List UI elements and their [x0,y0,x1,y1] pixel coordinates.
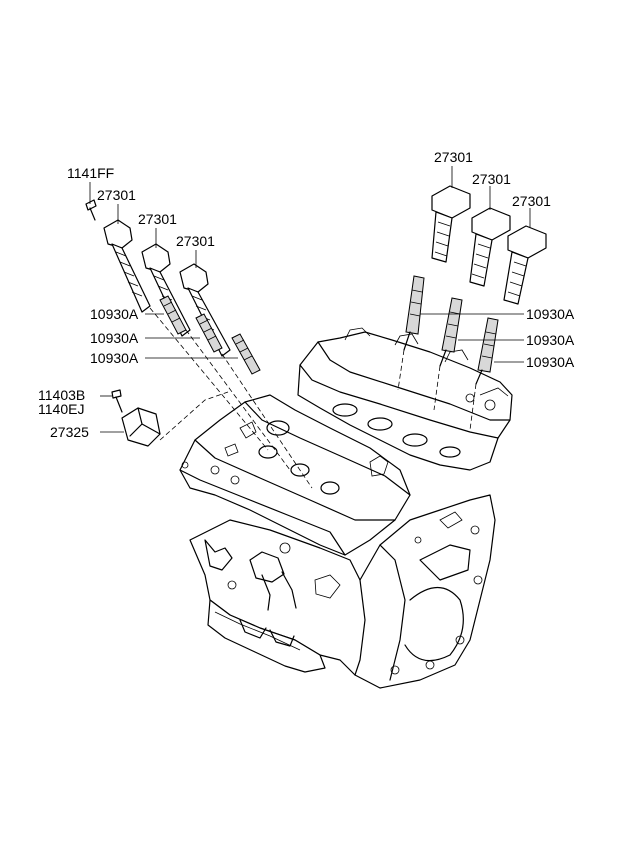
label-plug-right-1: 10930A [526,306,575,322]
label-plug-right-3: 10930A [526,354,575,370]
label-bolt-sensor-1: 11403B [38,387,85,403]
label-coil-left-2: 27301 [138,211,177,227]
spark-plug-right-1 [403,275,425,351]
sensor-part [111,389,161,447]
label-bolt-sensor-2: 1140EJ [38,401,84,417]
coil-left-2 [141,243,191,337]
bolt-left [85,199,97,221]
label-plug-left-1: 10930A [90,306,139,322]
spark-plug-right-2 [439,297,463,367]
part-labels: 1141FF 27301 27301 27301 10930A 10930A 1… [38,149,575,440]
label-coil-right-1: 27301 [434,149,473,165]
label-coil-right-3: 27301 [512,193,551,209]
coil-right-1 [431,185,471,263]
spark-plug-right-3 [475,317,499,385]
leader-lines [89,166,531,489]
coil-left-1 [103,219,151,313]
engine-block [179,327,513,689]
spark-plug-left-3 [231,333,261,375]
coil-right-2 [469,207,511,287]
label-coil-right-2: 27301 [472,171,511,187]
coil-right-3 [503,225,547,305]
label-coil-left-3: 27301 [176,233,215,249]
label-plug-left-3: 10930A [90,350,139,366]
label-plug-right-2: 10930A [526,332,575,348]
label-bolt-left: 1141FF [67,165,114,181]
spark-plug-left-2 [195,313,223,353]
coil-left-3 [179,263,231,357]
label-plug-left-2: 10930A [90,330,139,346]
label-sensor: 27325 [50,424,89,440]
label-coil-left-1: 27301 [97,187,136,203]
